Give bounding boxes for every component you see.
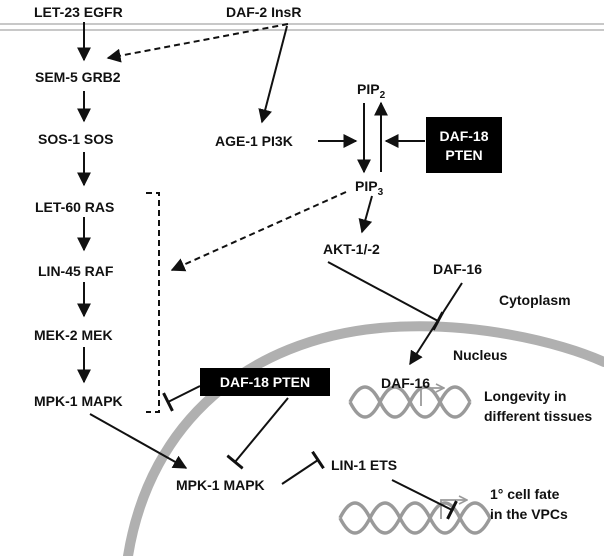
edge-mpk1-inhibit-lin1	[281, 450, 325, 485]
outcome-longevity-line1: Longevity in	[484, 388, 566, 404]
outcome-longevity-line2: different tissues	[484, 408, 592, 424]
label-cytoplasm: Cytoplasm	[499, 292, 571, 308]
node-daf18-top-line2: PTEN	[445, 147, 482, 163]
outcome-fate-line2: in the VPCs	[490, 506, 568, 522]
plasma-membrane	[0, 23, 604, 31]
node-daf16-nucleus: DAF-16	[381, 375, 430, 391]
edge-daf2-age1	[258, 25, 288, 124]
node-let60: LET-60 RAS	[35, 199, 114, 215]
edge-lin1-inhibit-fate	[391, 479, 458, 520]
edge-akt-inhibit	[327, 261, 445, 331]
node-pip2: PIP2	[357, 81, 386, 101]
node-age1: AGE-1 PI3K	[215, 133, 293, 149]
node-sos1: SOS-1 SOS	[38, 131, 113, 147]
edge-daf18-inhibit-mpk1-bottom	[226, 397, 289, 470]
daf18-mid-box	[200, 368, 330, 396]
label-nucleus: Nucleus	[453, 347, 508, 363]
node-mpk1-bottom: MPK-1 MAPK	[176, 477, 265, 493]
edge-mpk1-translocation	[89, 413, 188, 469]
edge-pip3-bracket	[170, 191, 347, 272]
node-lin45: LIN-45 RAF	[38, 263, 114, 279]
node-daf18-mid: DAF-18 PTEN	[220, 374, 310, 390]
outcome-fate-line1: 1° cell fate	[490, 486, 560, 502]
edge-pip3-akt	[358, 195, 373, 234]
dna-helix-longevity	[348, 385, 472, 419]
cascade-bracket	[146, 192, 160, 413]
node-daf16-cyto: DAF-16	[433, 261, 482, 277]
transcription-arrow-longevity	[420, 388, 444, 406]
nuclear-envelope	[123, 321, 604, 556]
edge-daf18-inhibit-mpk1-left	[162, 385, 201, 412]
node-daf18-top-line1: DAF-18	[439, 128, 488, 144]
node-mpk1-left: MPK-1 MAPK	[34, 393, 123, 409]
node-sem5: SEM-5 GRB2	[35, 69, 121, 85]
node-mek2: MEK-2 MEK	[34, 327, 113, 343]
node-akt: AKT-1/-2	[323, 241, 380, 257]
node-let23: LET-23 EGFR	[34, 4, 123, 20]
node-pip3: PIP3	[355, 178, 384, 198]
daf18-top-box	[426, 117, 502, 173]
node-daf2: DAF-2 InsR	[226, 4, 301, 20]
dna-helix-cell-fate	[338, 501, 492, 535]
transcription-arrow-cell-fate	[440, 500, 467, 519]
edge-daf2-sem5	[106, 23, 289, 63]
edge-daf16-translocation	[409, 282, 463, 366]
node-lin1: LIN-1 ETS	[331, 457, 397, 473]
